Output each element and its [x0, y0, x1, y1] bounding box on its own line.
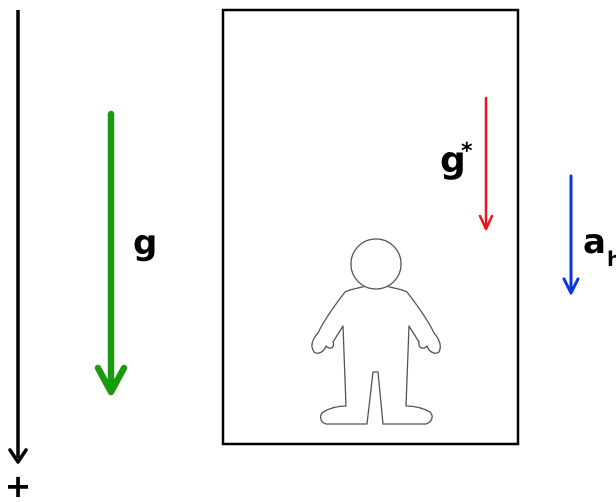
apparent-gravity-superscript: * [461, 139, 473, 164]
acceleration-label: a [583, 222, 606, 262]
apparent-gravity-label: g [440, 140, 466, 181]
gravity-arrowhead [94, 364, 128, 396]
gravity-arrow: g [94, 110, 157, 396]
acceleration-arrowhead [562, 277, 580, 295]
axis-plus-sign: + [5, 467, 32, 502]
positive-direction-axis: + [5, 10, 32, 502]
person-figure [311, 238, 441, 425]
person-head [350, 238, 402, 290]
apparent-gravity-arrowhead [478, 214, 494, 231]
apparent-gravity-arrow: g * [440, 96, 494, 231]
axis-arrowhead [8, 448, 28, 464]
acceleration-arrow: a h [562, 174, 616, 295]
person-body [311, 285, 441, 425]
acceleration-subscript: h [607, 247, 616, 271]
gravity-label: g [133, 223, 157, 263]
